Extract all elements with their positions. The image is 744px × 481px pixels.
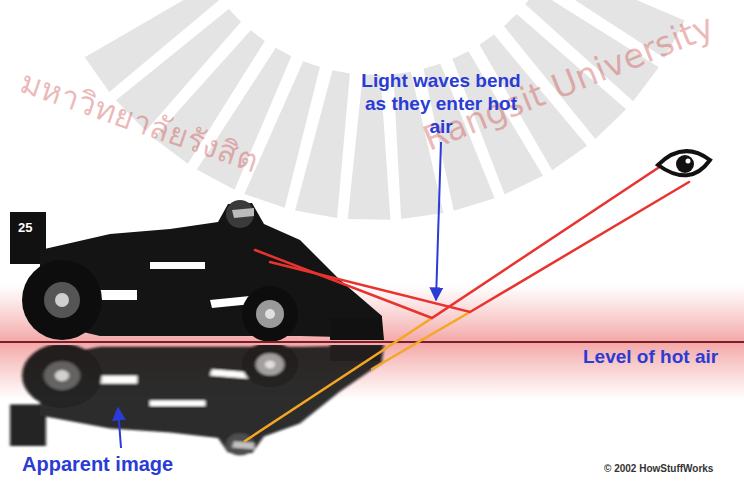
hot-air-level-line <box>0 341 744 343</box>
callout-label: Apparent image <box>22 452 173 476</box>
watermark-logo <box>85 0 685 220</box>
light-rays <box>245 152 689 441</box>
logo-ray <box>85 0 221 92</box>
apparent-image <box>10 345 384 456</box>
light-ray <box>255 152 682 318</box>
watermark-text: มหาวิทยาลัยรังสิต <box>16 63 264 180</box>
copyright-note: © 2002 HowStuffWorks <box>604 463 713 475</box>
callout-label: Light waves bend as they enter hot air <box>360 70 522 138</box>
leader-arrow <box>118 408 121 448</box>
leader-arrow <box>436 142 441 300</box>
apparent-ray <box>245 318 432 441</box>
light-ray <box>270 182 689 312</box>
car-number: 25 <box>18 220 32 236</box>
race-car <box>10 200 384 342</box>
callout-label: Level of hot air <box>583 346 718 369</box>
apparent-ray <box>372 312 470 369</box>
eye-symbol <box>658 151 710 175</box>
